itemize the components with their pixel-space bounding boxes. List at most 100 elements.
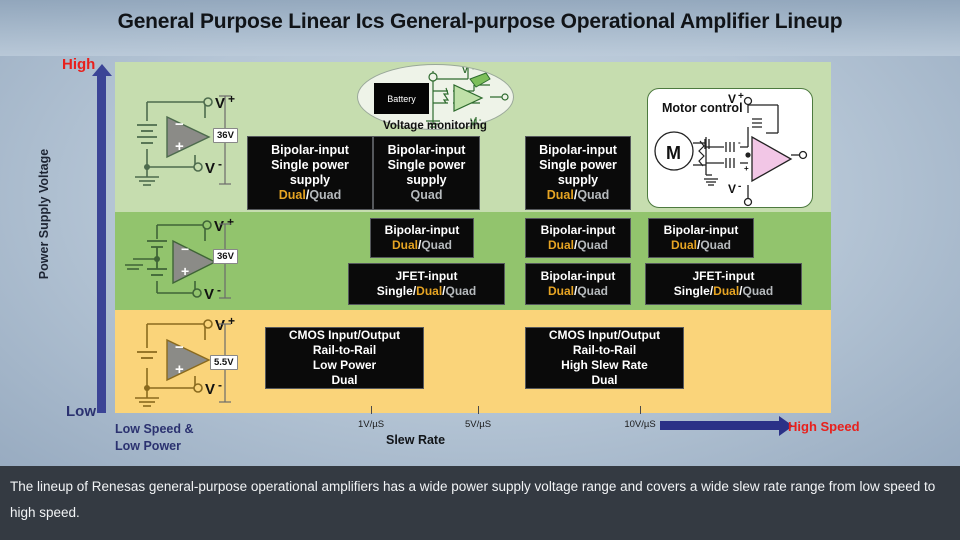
product-option: Dual bbox=[278, 188, 306, 202]
product-option: Dual bbox=[416, 284, 443, 298]
product-box-line: JFET-input bbox=[692, 269, 755, 283]
product-box-options: Dual/Quad bbox=[392, 238, 452, 253]
product-option: / bbox=[697, 238, 701, 252]
product-box-line: Rail-to-Rail bbox=[312, 343, 377, 357]
svg-text:V: V bbox=[728, 182, 736, 196]
product-option: / bbox=[573, 188, 578, 202]
voltage-label-36v-top: 36V bbox=[213, 128, 238, 143]
product-option: Quad bbox=[421, 238, 453, 252]
x-tick-label-3: 10V/µS bbox=[624, 419, 656, 430]
product-option: / bbox=[442, 284, 446, 298]
product-option: / bbox=[305, 188, 310, 202]
voltage-label-36v-mid: 36V bbox=[213, 249, 238, 264]
motor-control-circuit-icon: M V + V - - + bbox=[654, 91, 808, 207]
svg-text:V: V bbox=[215, 95, 225, 112]
product-box-line: Bipolar-input bbox=[271, 143, 349, 157]
product-option: / bbox=[709, 284, 714, 298]
svg-text:-: - bbox=[218, 378, 222, 392]
x-axis-arrow bbox=[660, 415, 793, 436]
svg-text:V: V bbox=[728, 92, 736, 106]
svg-text:−: − bbox=[175, 116, 184, 133]
product-box-line: Bipolar-input bbox=[540, 223, 616, 237]
product-box-line: CMOS Input/Output bbox=[288, 328, 401, 342]
product-box-options: Single/Dual/Quad bbox=[674, 284, 773, 299]
product-option: Dual bbox=[670, 238, 697, 252]
svg-text:M: M bbox=[666, 143, 681, 163]
product-box-line: Bipolar-input bbox=[540, 269, 616, 283]
product-option: Dual bbox=[713, 284, 740, 298]
product-box-options: Single/Dual/Quad bbox=[377, 284, 476, 299]
svg-text:V: V bbox=[462, 65, 468, 75]
product-box-line: Dual bbox=[331, 373, 358, 387]
opamp-symbol-icon: − + V + V - bbox=[135, 314, 235, 407]
x-tick-3 bbox=[640, 406, 641, 414]
svg-text:V: V bbox=[215, 317, 225, 334]
voltage-label-5v5: 5.5V bbox=[210, 355, 238, 370]
voltage-monitoring-caption: Voltage monitoring bbox=[383, 120, 487, 132]
product-box-options: Dual/Quad bbox=[279, 188, 342, 203]
caption-bar: The lineup of Renesas general-purpose op… bbox=[0, 466, 960, 540]
svg-text:-: - bbox=[738, 138, 741, 147]
product-option: Quad bbox=[700, 238, 732, 252]
page-title: General Purpose Linear Ics General-purpo… bbox=[117, 10, 843, 33]
svg-text:+: + bbox=[227, 215, 234, 229]
product-box-line: CMOS Input/Output bbox=[548, 328, 661, 342]
product-box-line: supply bbox=[289, 173, 331, 187]
opamp-symbol-icon: − + V + V - bbox=[135, 92, 235, 186]
svg-text:+: + bbox=[738, 91, 744, 102]
product-option: Quad bbox=[410, 188, 443, 202]
product-box-line: Bipolar-input bbox=[663, 223, 739, 237]
product-option: Quad bbox=[577, 188, 610, 202]
y-axis-title: Power Supply Voltage bbox=[37, 148, 51, 280]
product-box-line: Low Power bbox=[312, 358, 377, 372]
svg-text:+: + bbox=[228, 314, 235, 328]
y-axis-low-label: Low bbox=[66, 403, 96, 420]
svg-text:-: - bbox=[738, 181, 741, 192]
product-option: / bbox=[574, 238, 578, 252]
svg-text:+: + bbox=[744, 164, 749, 173]
product-box-options: Dual/Quad bbox=[548, 238, 608, 253]
product-option: Quad bbox=[309, 188, 342, 202]
svg-text:+: + bbox=[228, 92, 235, 106]
product-option: / bbox=[412, 284, 417, 298]
product-option: Dual bbox=[547, 284, 574, 298]
product-box-options: Dual/Quad bbox=[547, 188, 610, 203]
product-option: Dual bbox=[546, 188, 574, 202]
svg-text:V: V bbox=[205, 160, 215, 177]
product-option: Single bbox=[673, 284, 710, 298]
product-option: Dual bbox=[547, 238, 574, 252]
product-option: Quad bbox=[577, 238, 609, 252]
svg-text:-: - bbox=[218, 157, 222, 171]
x-axis-low-caption-line1: Low Speed & bbox=[115, 422, 194, 436]
product-box-line: Bipolar-input bbox=[539, 143, 617, 157]
y-axis-arrow bbox=[91, 64, 112, 413]
x-axis-title: Slew Rate bbox=[386, 433, 446, 447]
svg-text:−: − bbox=[175, 339, 184, 356]
x-axis-low-caption-line2: Low Power bbox=[115, 439, 181, 453]
svg-text:+: + bbox=[181, 263, 189, 279]
product-box-line: Single power bbox=[387, 158, 466, 172]
svg-text:-: - bbox=[479, 117, 482, 124]
product-box-line: Rail-to-Rail bbox=[572, 343, 637, 357]
product-option: / bbox=[418, 238, 422, 252]
svg-text:V: V bbox=[204, 286, 214, 303]
product-option: Single bbox=[376, 284, 413, 298]
x-tick-label-2: 5V/µS bbox=[464, 419, 492, 430]
product-box-options: Dual/Quad bbox=[671, 238, 731, 253]
svg-text:V: V bbox=[470, 117, 476, 127]
x-tick-1 bbox=[371, 406, 372, 414]
x-axis-high-label: High Speed bbox=[788, 419, 860, 434]
x-tick-2 bbox=[478, 406, 479, 414]
svg-text:V: V bbox=[205, 381, 215, 398]
